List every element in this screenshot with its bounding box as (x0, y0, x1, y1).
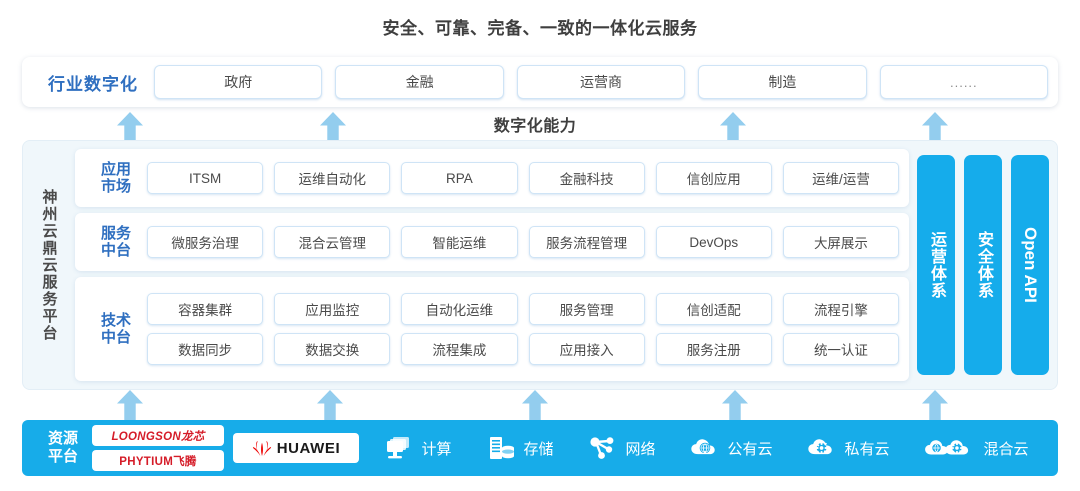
up-arrow-icon-bottom-5 (922, 390, 948, 420)
cell-service-process-management[interactable]: 服务流程管理 (528, 226, 645, 258)
up-arrow-icon-top-2 (320, 112, 346, 142)
up-arrow-icon-top-4 (922, 112, 948, 142)
vbar-open-api[interactable]: Open API (1011, 155, 1049, 375)
cell-ops-operations[interactable]: 运维/运营 (782, 162, 900, 194)
industry-items: 政府 金融 运营商 制造 ...... (154, 65, 1049, 99)
tech-row-bottom: 数据同步 数据交换 流程集成 应用接入 服务注册 统一认证 (147, 333, 900, 365)
huawei-logo: HUAWEI (233, 433, 359, 463)
vertical-bars: 运营体系 安全体系 Open API (917, 149, 1049, 381)
resource-item-label: 存储 (523, 440, 554, 458)
industry-item-manufacturing[interactable]: 制造 (698, 65, 867, 99)
industry-item-finance[interactable]: 金融 (335, 65, 504, 99)
industry-item-government[interactable]: 政府 (154, 65, 323, 99)
cell-unified-authentication[interactable]: 统一认证 (782, 333, 900, 365)
cell-xinchuang-app[interactable]: 信创应用 (655, 162, 772, 194)
cell-xinchuang-adaptation[interactable]: 信创适配 (655, 293, 772, 325)
vbar-operation-system[interactable]: 运营体系 (917, 155, 955, 375)
cell-process-engine[interactable]: 流程引擎 (782, 293, 900, 325)
cell-large-screen-display[interactable]: 大屏展示 (782, 226, 900, 258)
cell-service-management[interactable]: 服务管理 (528, 293, 645, 325)
resource-items: 计算 存储 (359, 435, 1046, 461)
cell-container-cluster[interactable]: 容器集群 (147, 293, 264, 325)
cell-intelligent-ops[interactable]: 智能运维 (401, 226, 518, 258)
private-cloud-icon (808, 439, 833, 455)
row-label-line2: 中台 (100, 329, 131, 346)
vbar-security-system[interactable]: 安全体系 (964, 155, 1002, 375)
platform-rows: 应用 市场 ITSM 运维自动化 RPA 金融科技 信创应用 运维/运营 服务 … (75, 149, 909, 381)
resource-item-public-cloud[interactable]: 公有云 (690, 435, 773, 461)
up-arrow-icon-bottom-3 (522, 390, 548, 420)
row-service-midplatform: 服务 中台 微服务治理 混合云管理 智能运维 服务流程管理 DevOps 大屏展… (75, 213, 909, 271)
digital-capability-label: 数字化能力 (493, 118, 577, 135)
cell-rpa[interactable]: RPA (401, 162, 518, 194)
row-tech-midplatform: 技术 中台 容器集群 应用监控 自动化运维 服务管理 信创适配 流程引擎 数据同… (75, 277, 909, 381)
loongson-logo: LOONGSON龙芯 (92, 425, 224, 446)
storage-icon (490, 437, 515, 459)
public-cloud-icon (691, 439, 716, 455)
cell-app-access[interactable]: 应用接入 (528, 333, 645, 365)
up-arrow-icon-bottom-1 (117, 390, 143, 420)
network-icon (590, 437, 614, 459)
industry-digitization-band: 行业数字化 政府 金融 运营商 制造 ...... (22, 57, 1058, 107)
resource-item-network[interactable]: 网络 (588, 435, 656, 461)
cell-ops-automation[interactable]: 运维自动化 (274, 162, 391, 194)
cell-fintech[interactable]: 金融科技 (528, 162, 645, 194)
row-label-line2: 市场 (100, 178, 131, 195)
resource-item-compute[interactable]: 计算 (384, 435, 452, 461)
row-items-app-market: ITSM 运维自动化 RPA 金融科技 信创应用 运维/运营 (147, 162, 900, 194)
resource-item-private-cloud[interactable]: 私有云 (807, 435, 890, 461)
cell-data-sync[interactable]: 数据同步 (147, 333, 264, 365)
hybrid-cloud-icon (925, 440, 969, 455)
up-arrow-icon-top-3 (720, 112, 746, 142)
phytium-logo: PHYTIUM飞腾 (92, 450, 224, 471)
row-label-line1: 技术 (100, 311, 131, 329)
cell-service-registration[interactable]: 服务注册 (655, 333, 772, 365)
compute-icon (387, 437, 410, 459)
platform-body: 应用 市场 ITSM 运维自动化 RPA 金融科技 信创应用 运维/运营 服务 … (75, 141, 1057, 389)
row-label-line1: 服务 (100, 224, 131, 242)
tech-row-top: 容器集群 应用监控 自动化运维 服务管理 信创适配 流程引擎 (147, 293, 900, 325)
row-app-market: 应用 市场 ITSM 运维自动化 RPA 金融科技 信创应用 运维/运营 (75, 149, 909, 207)
row-items-service-midplatform: 微服务治理 混合云管理 智能运维 服务流程管理 DevOps 大屏展示 (147, 226, 900, 258)
cell-devops[interactable]: DevOps (655, 226, 772, 258)
resource-item-label: 公有云 (727, 440, 773, 458)
row-label-tech-midplatform: 技术 中台 (85, 312, 147, 347)
up-arrow-icon-bottom-4 (722, 390, 748, 420)
huawei-wordmark: HUAWEI (276, 439, 341, 457)
up-arrow-icon-top-1 (117, 112, 143, 142)
resource-platform-bar: 资源 平台 LOONGSON龙芯 PHYTIUM飞腾 HUAWEI 计算 (22, 420, 1058, 476)
industry-item-more[interactable]: ...... (879, 65, 1049, 99)
cloud-service-platform-panel: 神州云鼎云服务平台 应用 市场 ITSM 运维自动化 RPA 金融科技 信创应用… (22, 140, 1058, 390)
cell-microservice-governance[interactable]: 微服务治理 (147, 226, 264, 258)
cell-data-exchange[interactable]: 数据交换 (274, 333, 391, 365)
resource-item-label: 计算 (421, 440, 452, 458)
row-label-app-market: 应用 市场 (85, 161, 147, 196)
cell-itsm[interactable]: ITSM (147, 162, 264, 194)
industry-item-operator[interactable]: 运营商 (516, 65, 686, 99)
cell-app-monitoring[interactable]: 应用监控 (274, 293, 391, 325)
cell-automated-ops[interactable]: 自动化运维 (401, 293, 518, 325)
row-items-tech-midplatform: 容器集群 应用监控 自动化运维 服务管理 信创适配 流程引擎 数据同步 数据交换… (147, 293, 900, 365)
row-label-service-midplatform: 服务 中台 (85, 225, 147, 260)
resource-item-label: 网络 (625, 440, 656, 458)
resource-item-label: 混合云 (983, 440, 1029, 458)
resource-platform-label: 资源 平台 (34, 430, 92, 466)
platform-vertical-label: 神州云鼎云服务平台 (40, 188, 58, 342)
row-label-line1: 应用 (100, 160, 131, 178)
huawei-flower-icon (252, 440, 271, 456)
industry-band-label: 行业数字化 (48, 74, 138, 94)
resource-item-label: 私有云 (844, 440, 890, 458)
cell-process-integration[interactable]: 流程集成 (401, 333, 518, 365)
resource-label-line2: 平台 (47, 448, 78, 465)
resource-item-hybrid-cloud[interactable]: 混合云 (924, 435, 1029, 461)
chip-vendor-logos: LOONGSON龙芯 PHYTIUM飞腾 (92, 425, 224, 471)
resource-label-line1: 资源 (47, 430, 78, 447)
cell-hybrid-cloud-management[interactable]: 混合云管理 (274, 226, 391, 258)
row-label-line2: 中台 (100, 242, 131, 259)
up-arrow-icon-bottom-2 (317, 390, 343, 420)
page-title: 安全、可靠、完备、一致的一体化云服务 (382, 19, 698, 38)
resource-item-storage[interactable]: 存储 (486, 435, 554, 461)
